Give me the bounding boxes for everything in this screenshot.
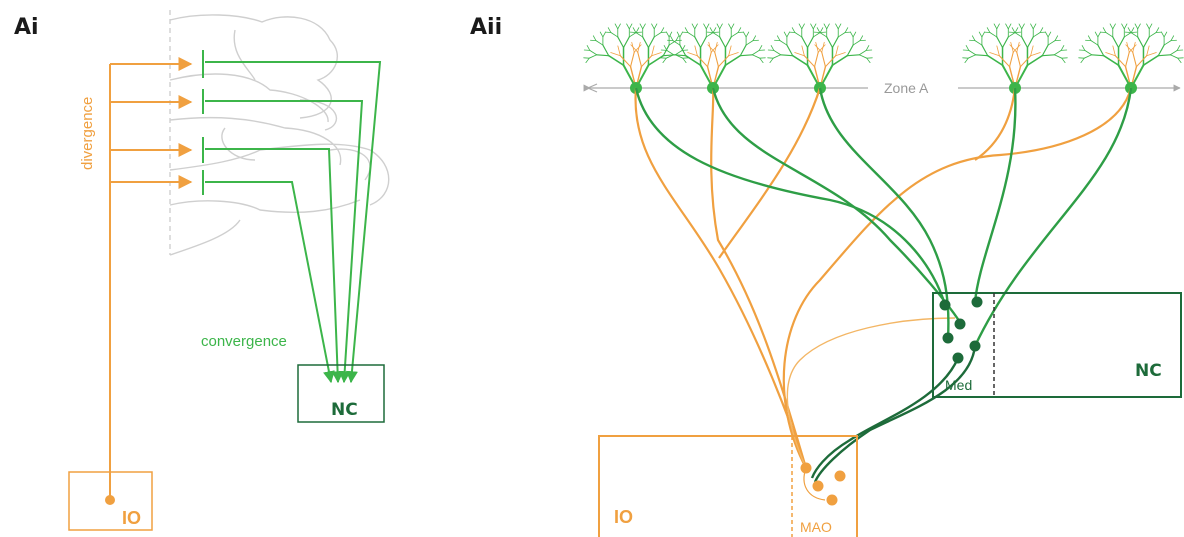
divergence-label: divergence bbox=[79, 97, 96, 170]
climbing-fibers-aii bbox=[634, 87, 1133, 469]
panel-aii: Aii Zone A NC bbox=[470, 15, 1184, 537]
panel-ai-label: Ai bbox=[14, 15, 39, 40]
panel-ai: Ai IO divergence bbox=[14, 10, 390, 531]
nc-box-aii bbox=[932, 292, 1182, 398]
convergence-label: convergence bbox=[201, 333, 287, 350]
olivary-connection bbox=[803, 467, 826, 501]
zone-a-axis: Zone A bbox=[583, 80, 1181, 96]
cerebellum-outline bbox=[169, 10, 390, 256]
nucleo-olivary-projections bbox=[810, 345, 977, 483]
climbing-fibers-ai bbox=[109, 57, 193, 500]
nc-label-ai: NC bbox=[331, 400, 358, 420]
med-label: Med bbox=[945, 377, 972, 393]
io-box-aii bbox=[598, 435, 858, 537]
io-label-aii: IO bbox=[614, 507, 633, 527]
nuclear-neurons bbox=[939, 296, 983, 364]
purkinje-projections-ai bbox=[202, 50, 382, 384]
io-label-ai: IO bbox=[122, 508, 141, 528]
nc-label-aii: NC bbox=[1135, 361, 1162, 381]
purkinje-axons-aii bbox=[634, 87, 1133, 347]
zone-a-label: Zone A bbox=[884, 80, 929, 96]
panel-aii-label: Aii bbox=[470, 15, 502, 40]
mao-label: MAO bbox=[800, 519, 832, 535]
nc-box-ai bbox=[297, 364, 385, 423]
